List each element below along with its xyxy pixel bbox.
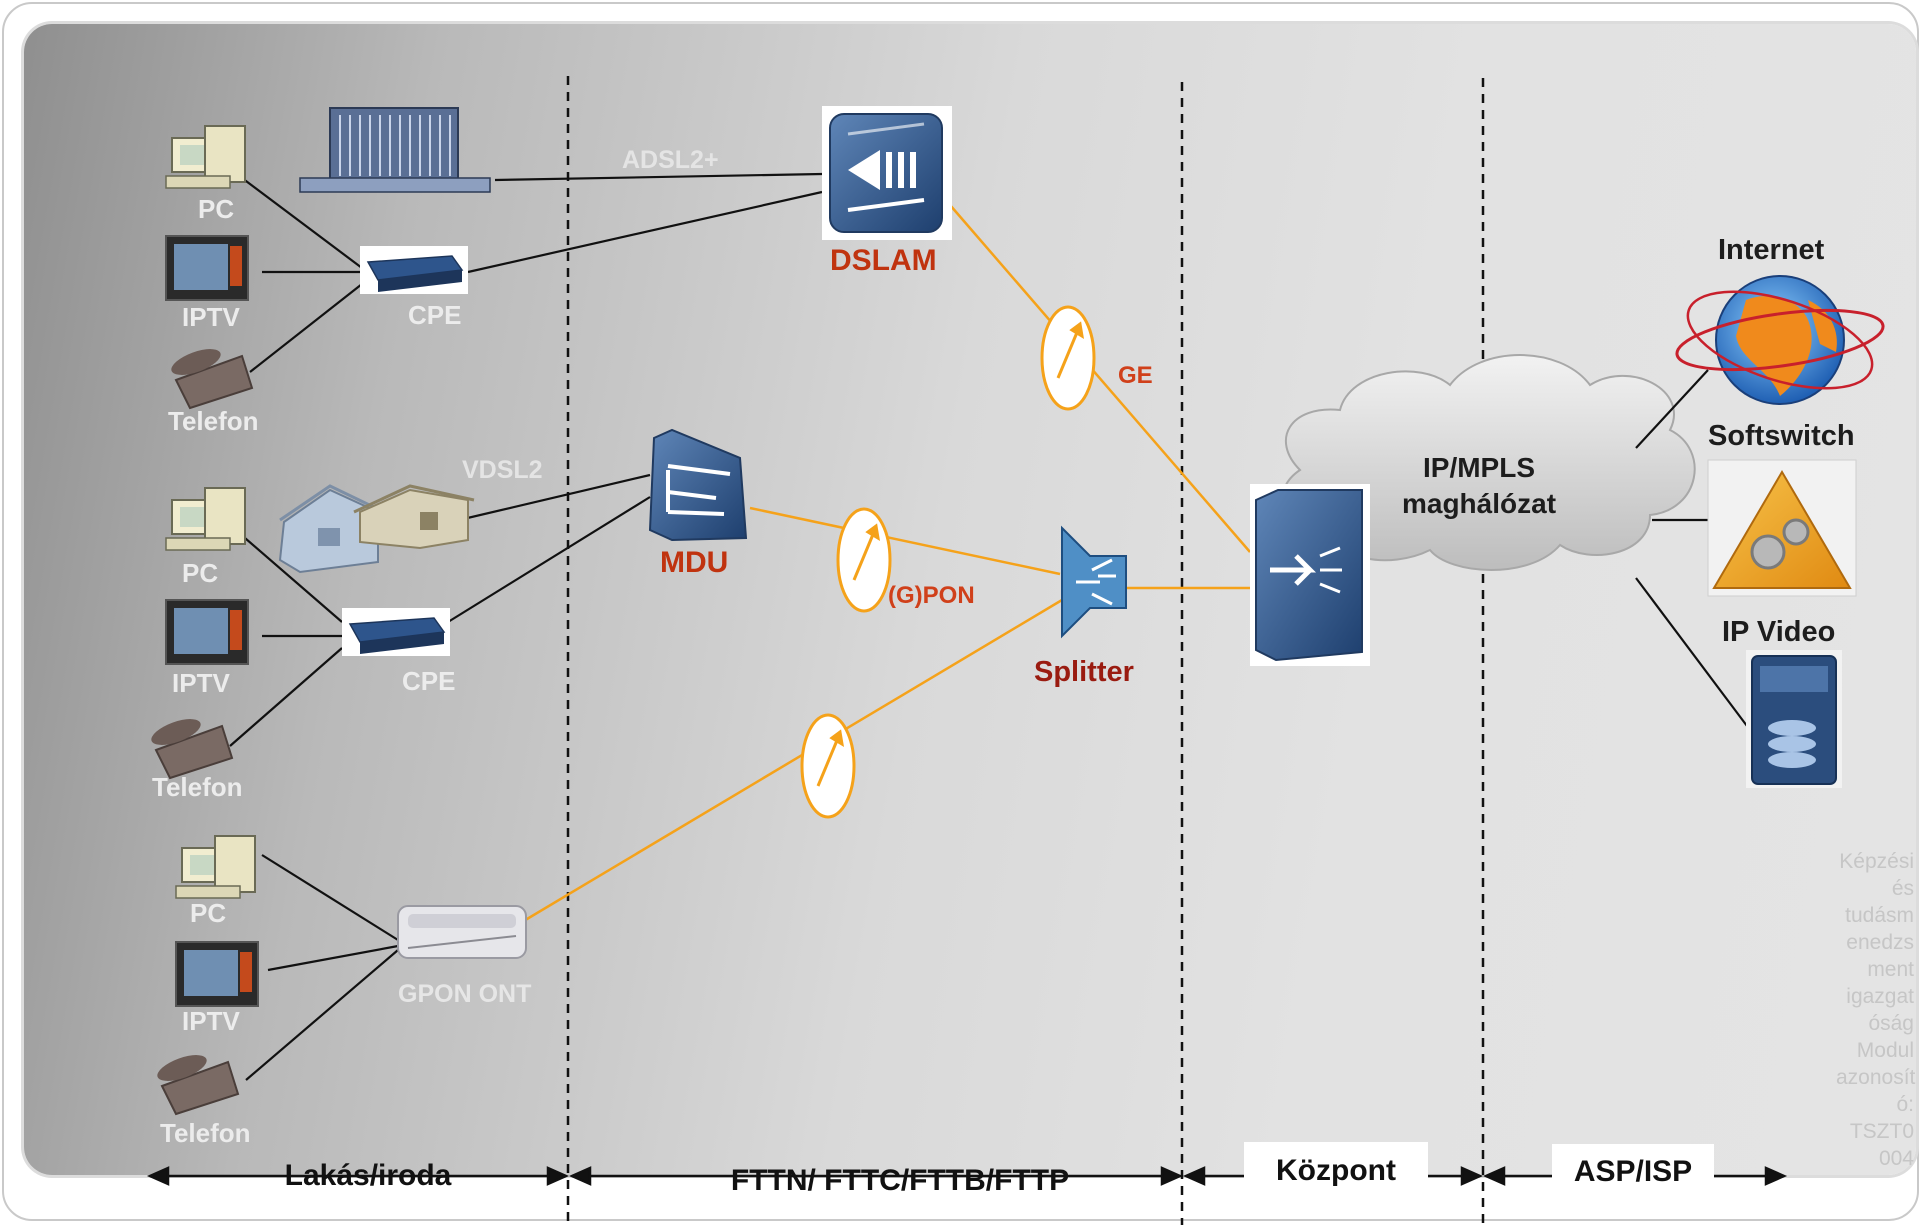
core-router-icon xyxy=(1250,484,1370,666)
iptv-label-3: IPTV xyxy=(182,1006,240,1036)
cpe-icon-2 xyxy=(342,608,450,656)
softswitch-icon xyxy=(1707,459,1857,597)
mdu-device-icon xyxy=(648,428,748,542)
fiber-ont-splitter xyxy=(521,598,1063,924)
iptv-icon-2 xyxy=(165,599,249,665)
internet-globe-icon xyxy=(1675,275,1885,405)
link-iptv3-ont xyxy=(267,944,399,972)
background-panel xyxy=(24,24,1916,1175)
internet-label: Internet xyxy=(1718,234,1825,266)
splitter-label: Splitter xyxy=(1034,656,1134,688)
pc-icon-1 xyxy=(165,125,246,189)
telefon-label-3: Telefon xyxy=(160,1118,251,1148)
zone-label-home: Lakás/iroda xyxy=(284,1159,452,1192)
link-building-dslam xyxy=(494,172,823,182)
ip-mpls-cloud xyxy=(1282,354,1696,571)
office-building-icon xyxy=(299,107,491,193)
vdsl-link-label: VDSL2 xyxy=(462,456,543,484)
pc-label-3: PC xyxy=(190,898,227,928)
link-cloud-internet xyxy=(1635,369,1709,449)
softswitch-label: Softswitch xyxy=(1708,420,1855,452)
link-cpe2-mdu xyxy=(447,496,651,623)
link-tel3-ont xyxy=(245,949,399,1081)
ip-video-label: IP Video xyxy=(1722,616,1836,648)
fiber-dslam-core xyxy=(949,204,1251,553)
telefon-label-2: Telefon xyxy=(152,772,243,802)
ge-link-label: GE xyxy=(1118,362,1153,389)
iptv-icon-3 xyxy=(175,941,259,1007)
telephone-icon-2 xyxy=(151,719,234,780)
pc-icon-2 xyxy=(165,487,246,551)
link-cloud-ipvideo xyxy=(1635,577,1751,731)
telephone-icon-1 xyxy=(171,349,254,410)
zone-label-asp: ASP/ISP xyxy=(1552,1144,1714,1200)
optical-markers xyxy=(800,305,1096,819)
gpon-link-label: (G)PON xyxy=(888,582,975,609)
pc-icon-3 xyxy=(175,835,256,899)
link-pc3-ont xyxy=(261,854,399,941)
cpe-label-1: CPE xyxy=(408,300,462,330)
cpe-label-2: CPE xyxy=(402,666,456,696)
cpe-icon-1 xyxy=(360,246,468,294)
gpon-ont-icon xyxy=(397,905,527,959)
splitter-device-icon xyxy=(1061,525,1127,639)
mdu-label: MDU xyxy=(660,546,729,579)
side-metadata-text: Képzési és tudásm enedzs ment igazgat ós… xyxy=(1836,850,1916,1170)
link-pc1-cpe1 xyxy=(237,174,363,269)
link-tel2-cpe2 xyxy=(229,647,343,747)
core-network-label: IP/MPLS maghálózat xyxy=(1401,452,1557,519)
dslam-label: DSLAM xyxy=(830,244,937,277)
iptv-label-2: IPTV xyxy=(172,668,230,698)
ip-video-server-icon xyxy=(1746,650,1842,788)
dslam-device-icon xyxy=(822,106,952,240)
telefon-label-1: Telefon xyxy=(168,406,259,436)
pc-label-1: PC xyxy=(198,194,235,224)
pc-label-2: PC xyxy=(182,558,219,588)
link-cpe1-dslam xyxy=(467,190,823,274)
telephone-icon-3 xyxy=(157,1055,240,1116)
fiber-mdu-splitter xyxy=(749,506,1061,576)
iptv-label-1: IPTV xyxy=(182,302,240,332)
link-tel1-cpe1 xyxy=(249,283,363,373)
iptv-icon-1 xyxy=(165,235,249,301)
optical-marker-ont xyxy=(800,713,856,819)
optical-marker-gpon xyxy=(836,507,892,613)
residential-houses-icon xyxy=(278,484,475,574)
adsl-link-label: ADSL2+ xyxy=(622,146,719,174)
zone-label-central: Központ xyxy=(1244,1142,1428,1200)
gpon-ont-label: GPON ONT xyxy=(398,980,532,1008)
optical-marker-ge xyxy=(1040,305,1096,411)
link-pc2-cpe2 xyxy=(237,531,343,623)
zone-label-access: FTTN/ FTTC/FTTB/FTTP xyxy=(730,1164,1070,1197)
